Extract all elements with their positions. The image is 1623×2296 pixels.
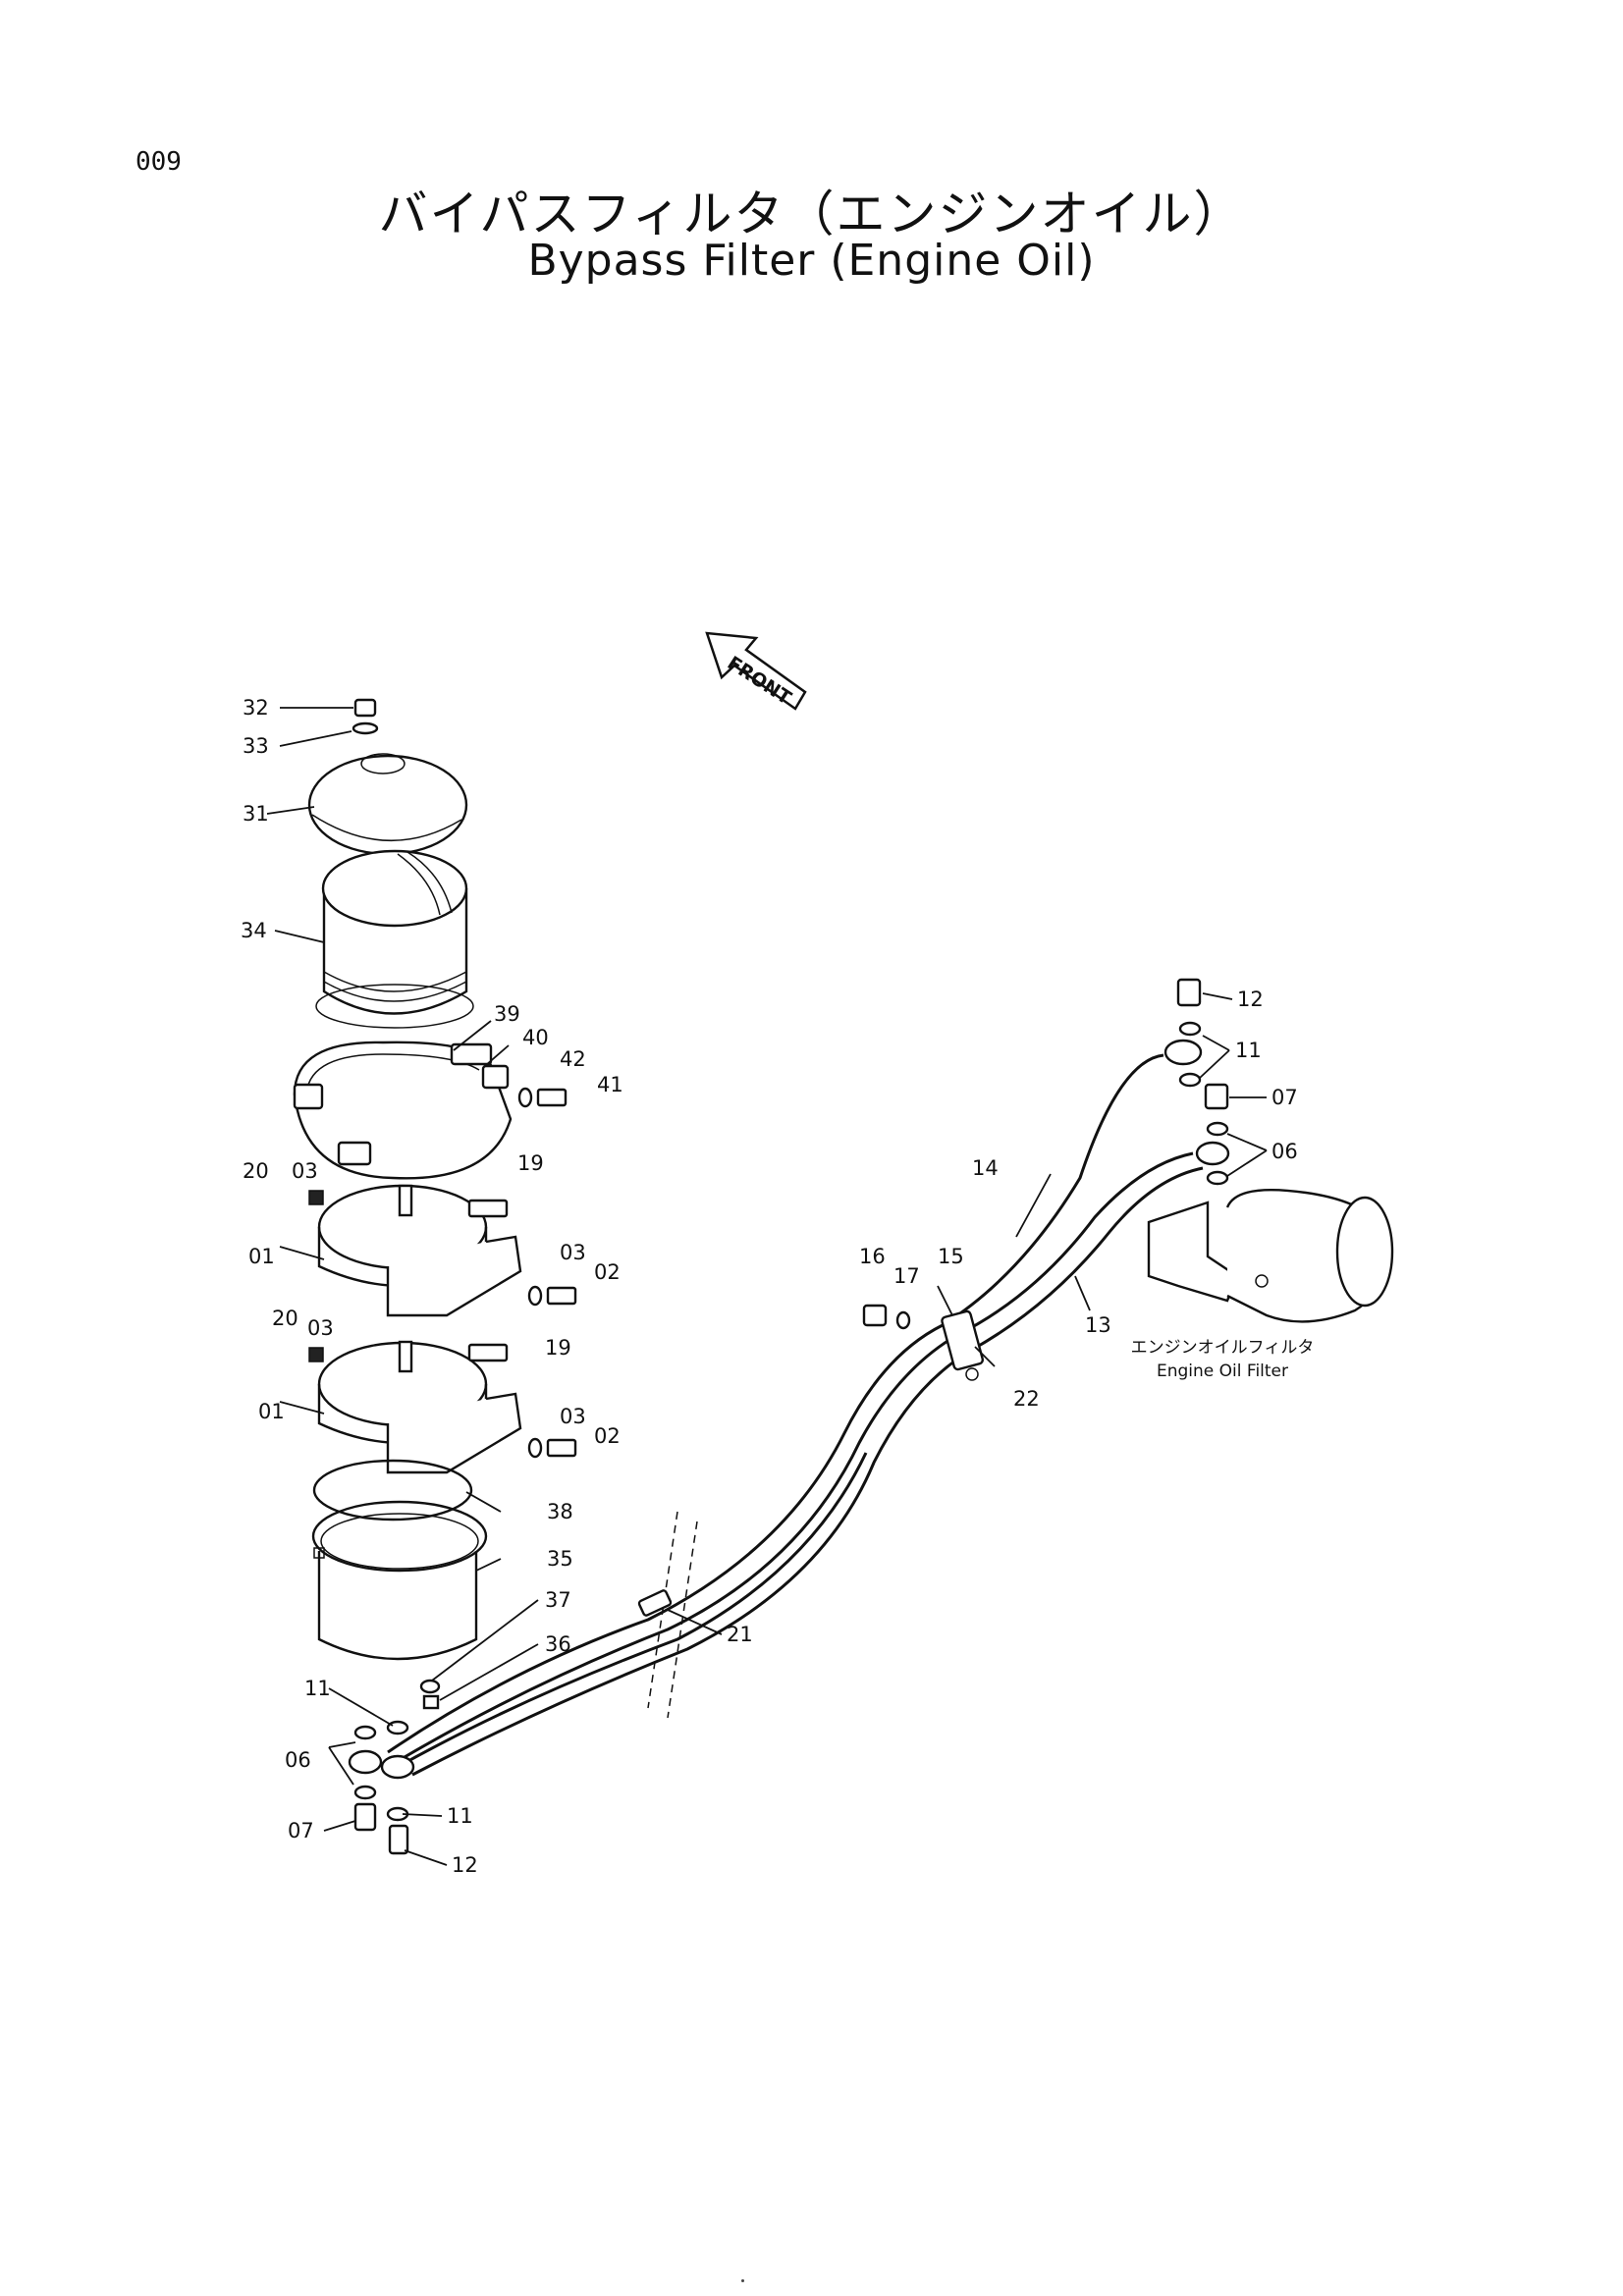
callout-41: 41 <box>597 1073 623 1096</box>
band-clamp-icon <box>293 1041 513 1180</box>
banjo-bolt-icon <box>380 1720 415 1855</box>
callout-15: 15 <box>938 1245 964 1268</box>
callout-11-left-upper: 11 <box>304 1677 331 1700</box>
front-arrow-icon: FRONT <box>705 631 807 711</box>
filter-bracket-upper-icon <box>308 1184 522 1317</box>
callout-01-upper: 01 <box>248 1245 275 1268</box>
bolt-icon <box>527 1437 577 1459</box>
filter-element-icon <box>315 849 474 1029</box>
banjo-bolt-icon <box>1195 1083 1230 1186</box>
banjo-bolt-icon <box>348 1725 383 1832</box>
scan-artifact-dot <box>741 2279 744 2282</box>
callout-37: 37 <box>545 1588 571 1612</box>
callout-36: 36 <box>545 1632 571 1656</box>
callout-17: 17 <box>893 1264 920 1288</box>
callout-06-left: 06 <box>285 1748 311 1772</box>
callout-01-lower: 01 <box>258 1400 285 1423</box>
engine-oil-filter-label-jp: エンジンオイルフィルタ <box>1131 1338 1315 1358</box>
callout-11-right: 11 <box>1235 1039 1262 1062</box>
page-title-japanese: バイパスフィルタ（エンジンオイル） <box>378 186 1245 242</box>
callout-02-upper: 02 <box>594 1260 621 1284</box>
bolt-icon <box>862 1304 911 1330</box>
bolt-icon <box>467 1343 509 1362</box>
callout-07-left: 07 <box>288 1819 314 1842</box>
bolt-icon <box>467 1199 509 1218</box>
filter-case-icon <box>311 1500 488 1661</box>
fitting-icon <box>419 1679 441 1710</box>
callout-12-right: 12 <box>1237 988 1264 1011</box>
filter-bracket-lower-icon <box>308 1340 522 1474</box>
bolt-icon <box>517 1087 568 1108</box>
callout-39: 39 <box>494 1002 520 1026</box>
hose-clip-icon <box>637 1589 673 1617</box>
callout-35: 35 <box>547 1547 573 1571</box>
callout-21: 21 <box>727 1623 753 1646</box>
engine-oil-filter-icon <box>1147 1188 1394 1323</box>
callout-14: 14 <box>972 1156 999 1180</box>
callout-13: 13 <box>1085 1313 1111 1337</box>
callout-06-right: 06 <box>1271 1140 1298 1163</box>
engine-oil-filter-label-en: Engine Oil Filter <box>1157 1362 1288 1381</box>
callout-03-upper-right: 03 <box>560 1241 586 1264</box>
callout-16: 16 <box>859 1245 886 1268</box>
hose-clamp-icon <box>941 1309 985 1381</box>
page-title-english: Bypass Filter (Engine Oil) <box>527 236 1096 286</box>
callout-31: 31 <box>243 802 269 826</box>
callout-12-left: 12 <box>452 1853 478 1877</box>
banjo-bolt-icon <box>1163 978 1203 1088</box>
callout-38: 38 <box>547 1500 573 1523</box>
callout-07-right: 07 <box>1271 1086 1298 1109</box>
callout-03-upper: 03 <box>292 1159 318 1183</box>
page-number: 009 <box>135 147 182 177</box>
oil-hose-icon <box>387 1053 1204 1777</box>
callout-19-lower: 19 <box>545 1336 571 1360</box>
o-ring-icon <box>312 1459 473 1522</box>
callout-11-left-lower: 11 <box>447 1804 473 1828</box>
callout-33: 33 <box>243 734 269 758</box>
callout-32: 32 <box>243 696 269 720</box>
callout-22: 22 <box>1013 1387 1040 1411</box>
callout-40: 40 <box>522 1026 549 1049</box>
leader-lines <box>266 707 1268 1866</box>
callout-34: 34 <box>241 919 267 942</box>
callout-03-lower: 03 <box>307 1316 334 1340</box>
callout-03-lower-right: 03 <box>560 1405 586 1428</box>
callout-20-lower: 20 <box>272 1307 298 1330</box>
plug-bolt-icon <box>352 698 379 735</box>
callout-19-upper: 19 <box>517 1151 544 1175</box>
callout-20-upper: 20 <box>243 1159 269 1183</box>
filter-cover-icon <box>307 753 468 856</box>
callout-42: 42 <box>560 1047 586 1071</box>
callout-02-lower: 02 <box>594 1424 621 1448</box>
bolt-icon <box>527 1285 577 1307</box>
